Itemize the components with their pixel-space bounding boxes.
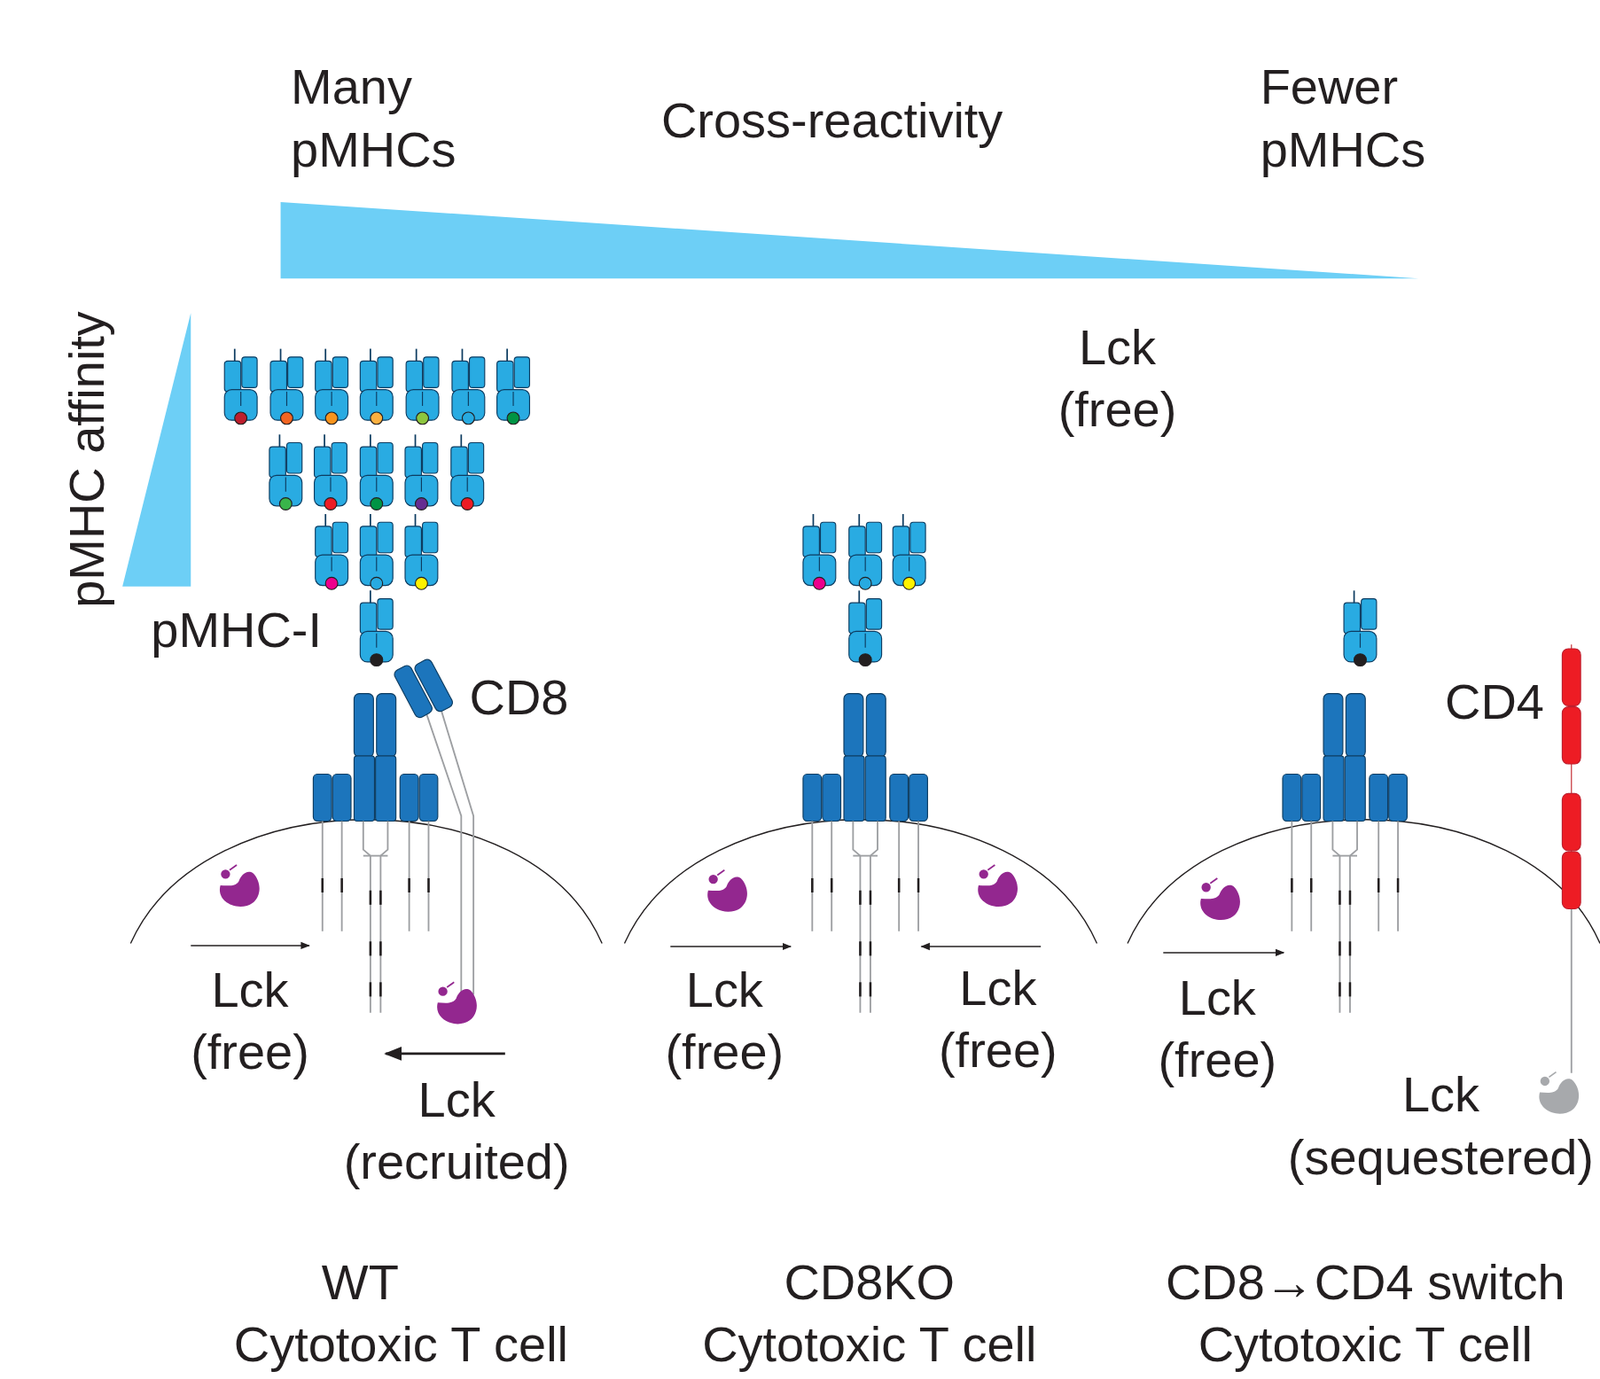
arrow: [670, 945, 791, 947]
pmhc-group: [803, 514, 1377, 666]
molecule-label: Lck (free): [1051, 316, 1185, 441]
lck-kinase: [437, 982, 477, 1024]
pmhc-symbol: [359, 434, 393, 510]
axis-title: pMHC affinity: [55, 286, 118, 633]
cell-membrane: [130, 819, 602, 945]
pmhc-symbol: [892, 514, 926, 590]
molecule-label: CD4: [1444, 671, 1545, 734]
pmhc-symbol: [803, 514, 836, 590]
pmhc-symbol: [270, 349, 304, 425]
pmhc-symbol: [224, 349, 258, 425]
molecule-label: Lck (free): [931, 957, 1065, 1082]
molecule-label: Lck (free): [657, 959, 791, 1084]
tcr-complex: [803, 694, 928, 1014]
panel-caption: WT Cytotoxic T cell: [227, 1251, 575, 1376]
molecule-label: CD8: [469, 666, 570, 729]
arrow: [385, 1052, 506, 1055]
pmhc-symbol: [405, 514, 438, 590]
molecule-label: Lck (sequestered): [1282, 1063, 1600, 1188]
pmhc-symbol: [405, 349, 439, 425]
pmhc-symbol: [405, 434, 438, 510]
panel-caption: CD8→CD4 switch Cytotoxic T cell: [1150, 1251, 1579, 1376]
pmhc-symbol: [452, 349, 485, 425]
cd8-coreceptor: [392, 657, 474, 995]
axis-title: Cross-reactivity: [661, 89, 1003, 152]
molecule-label: Lck (free): [183, 959, 317, 1084]
axis-label: Many pMHCs: [290, 55, 469, 180]
lck-kinase: [219, 865, 260, 907]
pmhc-symbol: [849, 514, 882, 590]
tcr-complex: [1282, 694, 1407, 1014]
pmhc-symbol: [849, 590, 882, 666]
pmhc-symbol: [359, 349, 393, 425]
molecule-label: Lck (recruited): [336, 1069, 578, 1194]
pmhc-symbol: [1343, 590, 1377, 666]
pmhc-symbol: [451, 434, 484, 510]
arrow: [920, 945, 1041, 947]
arrow: [1162, 952, 1284, 953]
molecule-label: pMHC-I: [150, 599, 322, 662]
pmhc-symbol: [269, 434, 303, 510]
cd4-coreceptor: [1561, 644, 1581, 1073]
lck-kinase: [977, 865, 1018, 907]
pmhc-symbol: [315, 514, 349, 590]
lck-kinase-sequestered: [1538, 1072, 1579, 1115]
axis-label: Fewer pMHCs: [1260, 55, 1439, 180]
pmhc-symbol: [315, 349, 349, 425]
affinity-wedge: [122, 312, 191, 586]
pmhc-symbol: [359, 514, 393, 590]
lck-kinase: [1200, 878, 1241, 921]
cell-membrane: [1127, 819, 1600, 945]
molecule-label: Lck (free): [1150, 967, 1284, 1092]
lck-kinase: [707, 870, 748, 913]
pmhc-symbol: [497, 349, 531, 425]
cross-reactivity-wedge: [280, 202, 1420, 279]
tcr-complex: [312, 694, 438, 1014]
arrow: [190, 944, 310, 946]
pmhc-symbol: [314, 434, 348, 510]
pmhc-symbol: [359, 590, 393, 666]
panel-caption: CD8KO Cytotoxic T cell: [695, 1251, 1043, 1376]
